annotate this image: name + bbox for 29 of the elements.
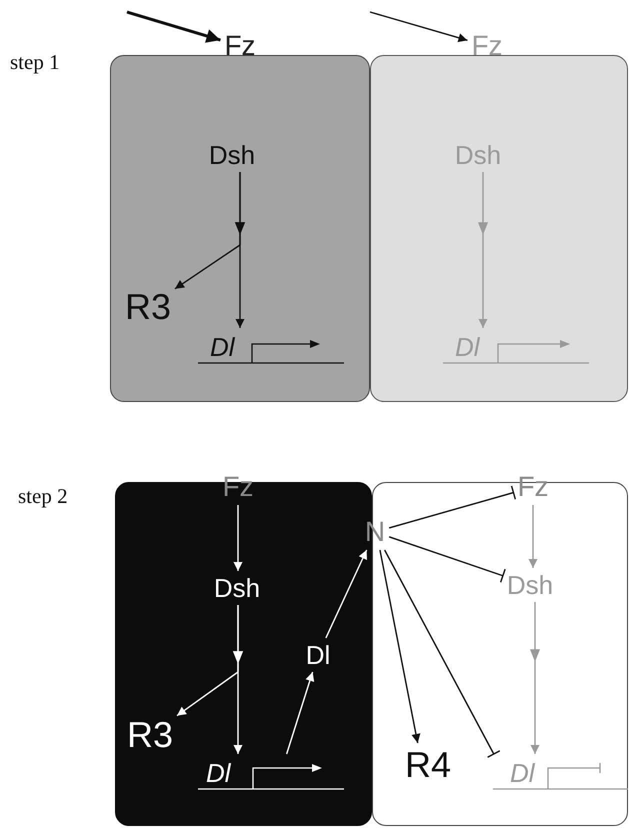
gene-name: Dl	[455, 334, 480, 360]
arrow	[286, 672, 314, 754]
protein-label: R3	[126, 717, 174, 753]
protein-label: Dsh	[214, 575, 260, 601]
protein-label: R4	[404, 747, 452, 783]
gene-name: Dl	[510, 760, 535, 786]
arrow	[478, 171, 488, 329]
arrow	[234, 171, 245, 329]
cell-box	[110, 55, 370, 402]
arrow	[325, 550, 368, 638]
step-label: step 2	[18, 486, 68, 507]
arrow	[379, 550, 420, 744]
arrow	[232, 604, 243, 755]
protein-label: Dsh	[208, 142, 256, 168]
cell-box	[370, 55, 628, 402]
protein-label: R3	[124, 289, 172, 325]
protein-label: Dl	[306, 642, 330, 668]
arrow	[370, 11, 468, 42]
step-label: step 1	[10, 52, 60, 73]
arrow	[234, 505, 242, 571]
protein-label: Dsh	[454, 142, 502, 168]
arrow	[126, 10, 221, 43]
protein-label: Fz	[471, 32, 503, 60]
protein-label: Fz	[224, 32, 256, 60]
protein-label: Dsh	[506, 572, 554, 598]
arrow	[530, 601, 540, 755]
gene-name: Dl	[206, 760, 231, 786]
arrow	[528, 505, 538, 568]
gene-name: Dl	[210, 334, 235, 360]
